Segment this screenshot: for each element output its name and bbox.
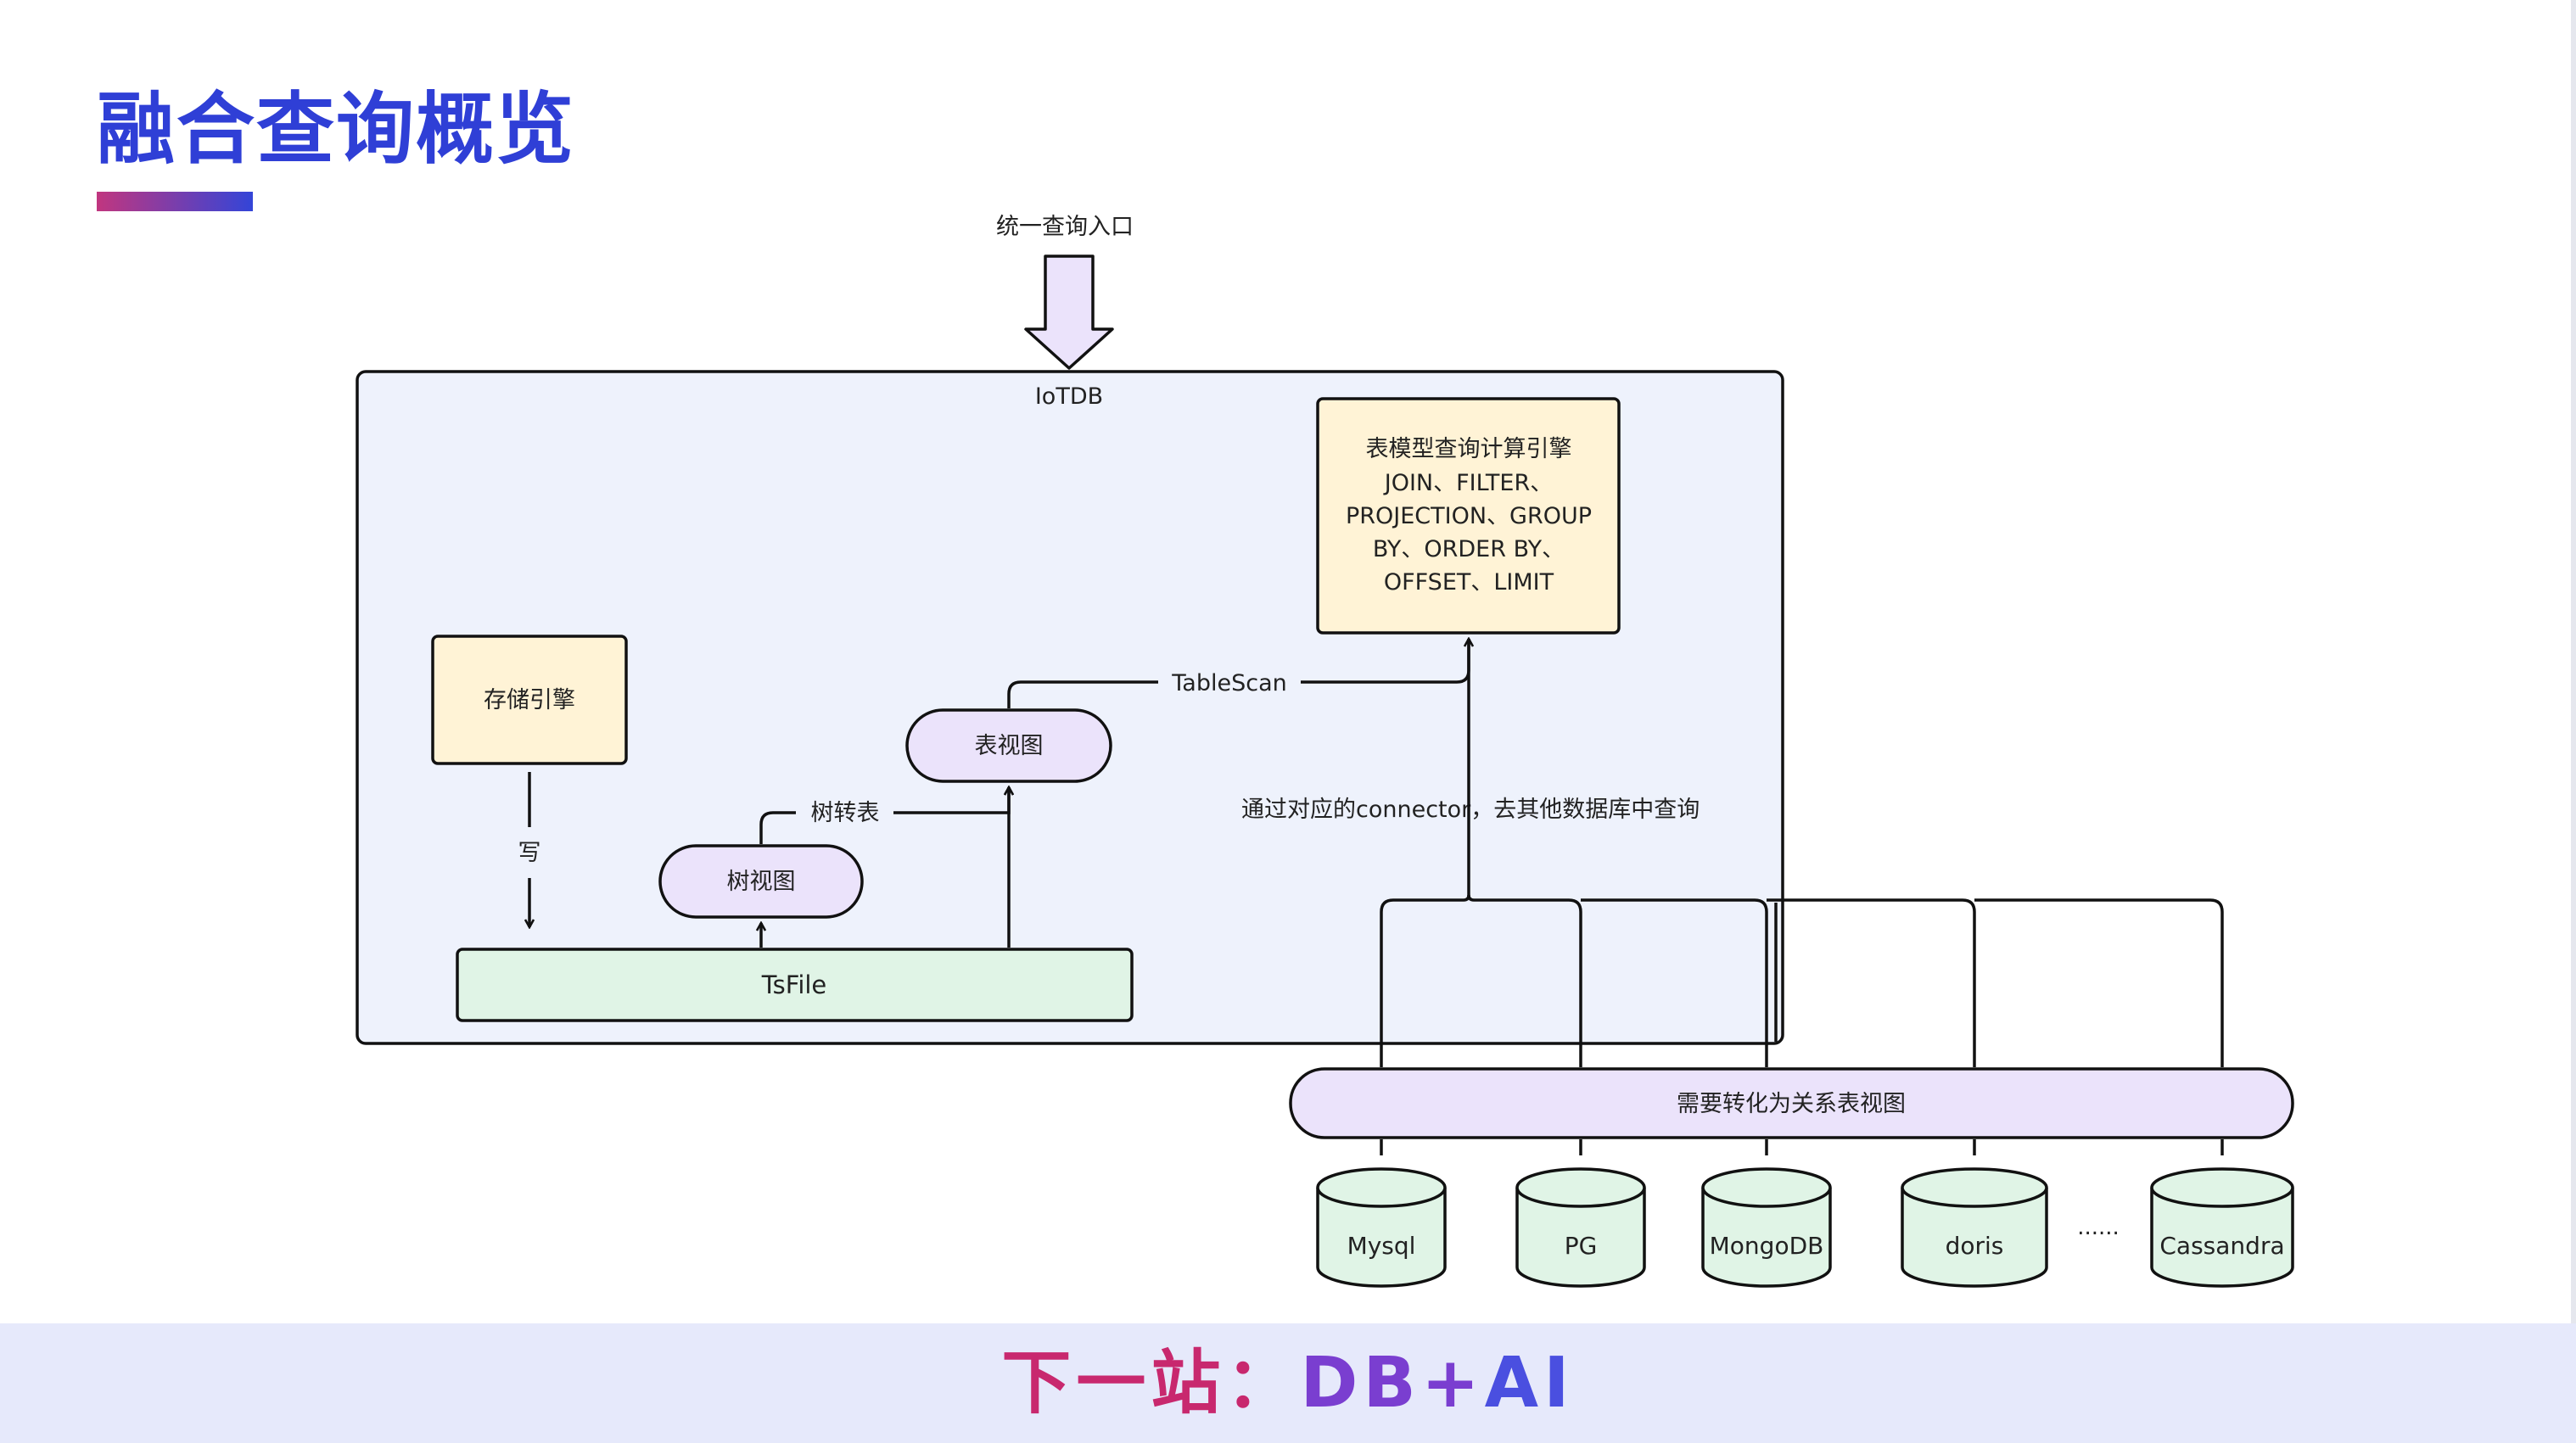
relation-table-view-label: 需要转化为关系表视图	[1677, 1091, 1906, 1117]
page-title: 融合查询概览	[97, 84, 576, 175]
engine-line: PROJECTION、GROUP	[1346, 503, 1592, 529]
footer-slogan: 下一站：DB+AI	[0, 1323, 2576, 1443]
storage-engine-label: 存储引擎	[484, 687, 575, 713]
database-label: Mysql	[1347, 1232, 1416, 1260]
database-cylinder-mongodb: MongoDB	[1701, 1167, 1832, 1288]
database-label: doris	[1946, 1232, 2004, 1260]
entry-label: 统一查询入口	[996, 214, 1134, 240]
engine-line: BY、ORDER BY、	[1373, 536, 1565, 562]
external-db-connector	[1467, 894, 1582, 1067]
engine-line: JOIN、FILTER、	[1383, 470, 1554, 496]
fusion-query-diagram: 统一查询入口 IoTDB 表模型查询计算引擎 JOIN、FILTER、 PROJ…	[356, 214, 2294, 1288]
tablescan-label: TableScan	[1171, 670, 1286, 696]
external-db-connector	[1767, 898, 1976, 1067]
footer-db: DB	[1300, 1343, 1421, 1423]
table-view-pill	[905, 708, 1112, 783]
external-db-connector	[1581, 898, 1768, 1067]
external-db-connector	[1974, 898, 2224, 1067]
database-cylinder-pg: PG	[1515, 1167, 1646, 1288]
tablescan-connector	[1007, 680, 1158, 708]
connector-note: 通过对应的connector，去其他数据库中查询	[1241, 797, 1700, 823]
tree-to-table-connector	[759, 811, 796, 844]
table-view-label: 表视图	[975, 733, 1044, 759]
database-label: MongoDB	[1710, 1232, 1824, 1260]
footer-ai: AI	[1484, 1343, 1575, 1423]
slide-edge-divider	[2571, 0, 2576, 1323]
footer-prefix: 下一站：	[1001, 1343, 1301, 1423]
database-label: Cassandra	[2159, 1232, 2284, 1260]
engine-line: 表模型查询计算引擎	[1366, 436, 1572, 462]
engine-line: OFFSET、LIMIT	[1384, 569, 1554, 596]
tsfile-box	[456, 948, 1134, 1022]
footer-banner: 下一站：DB+AI	[0, 1323, 2576, 1443]
tsfile-label: TsFile	[761, 970, 827, 999]
footer-plus: +	[1420, 1343, 1485, 1423]
database-label: PG	[1565, 1232, 1598, 1260]
iotdb-label: IoTDB	[1035, 383, 1103, 410]
table-query-engine-box	[1316, 397, 1621, 635]
tree-to-table-label: 树转表	[811, 800, 880, 826]
title-underline	[97, 192, 253, 211]
relation-table-view-bar	[1289, 1067, 2294, 1139]
database-cylinder-mysql: Mysql	[1316, 1167, 1447, 1288]
write-label: 写	[518, 840, 541, 866]
entry-arrow-icon	[1024, 254, 1114, 370]
tree-view-pill	[658, 844, 864, 919]
storage-engine-box	[431, 635, 628, 765]
database-cylinder-doris: doris	[1901, 1167, 2048, 1288]
tree-view-label: 树视图	[727, 869, 796, 895]
ellipsis-label: ......	[2077, 1215, 2120, 1240]
database-cylinder-cassandra: Cassandra	[2150, 1167, 2294, 1288]
